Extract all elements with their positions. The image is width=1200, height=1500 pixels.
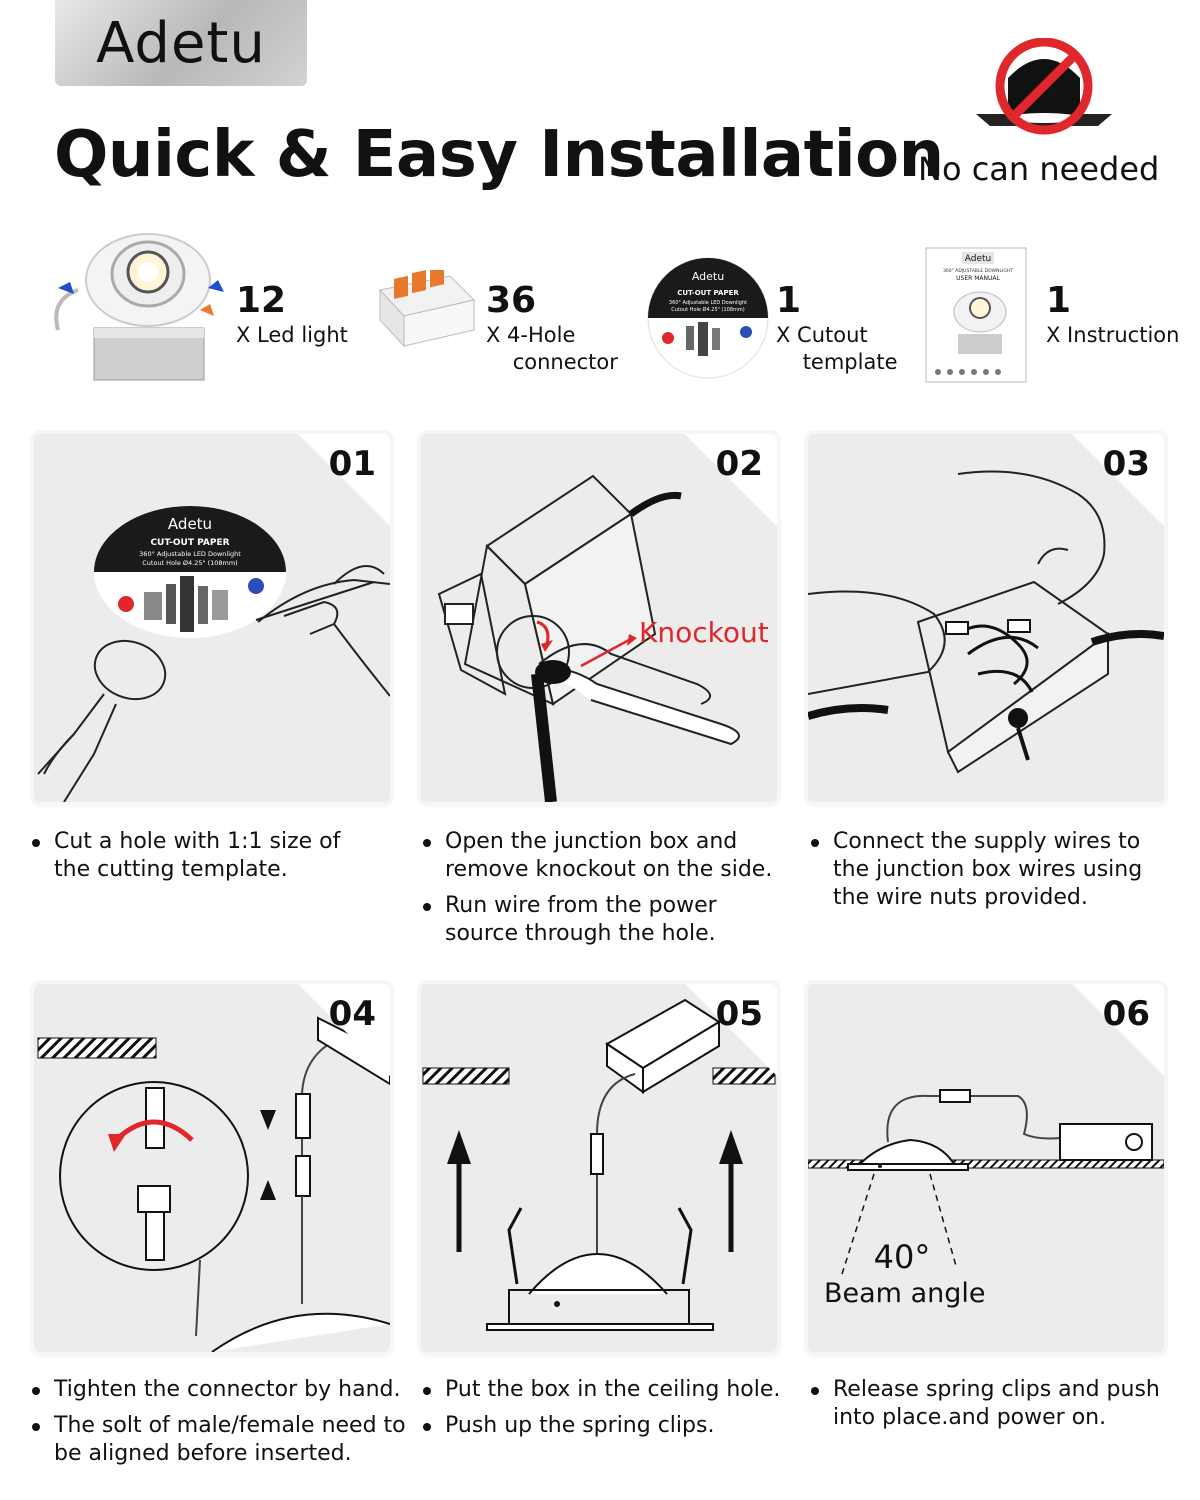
step-05-instructions: Put the box in the ceiling hole. Push up… [423, 1376, 803, 1448]
manual-line2: USER MANUAL [956, 275, 1000, 282]
step-number: 01 [328, 444, 376, 484]
package-desc: X Led light [236, 323, 348, 347]
step-card-02: Knockout 02 [421, 434, 777, 802]
no-can-icon [976, 38, 1112, 135]
template-line2: Cutout Hole Ø4.25" (108mm) [671, 306, 744, 313]
no-can-label: No can needed [918, 150, 1160, 188]
template-line1: 360° Adjustable LED Downlight [139, 550, 241, 558]
step-card-05: 05 [421, 984, 777, 1352]
step-number: 02 [715, 444, 763, 484]
card-corner [1072, 984, 1164, 1076]
card-corner [685, 984, 777, 1076]
card-corner [298, 434, 390, 526]
package-desc: X Cutout template [776, 323, 898, 374]
package-qty: 1 [1046, 280, 1072, 321]
step-01-instructions: Cut a hole with 1:1 size of the cutting … [32, 828, 352, 892]
step-card-04: 04 [34, 984, 390, 1352]
instruction-text: Cut a hole with 1:1 size of the cutting … [32, 828, 352, 884]
package-qty: 36 [486, 280, 537, 321]
knockout-callout: Knockout [639, 616, 769, 649]
template-title: CUT-OUT PAPER [150, 538, 229, 548]
template-line1: 360° Adjustable LED Downlight [669, 300, 747, 306]
template-brand: Adetu [168, 515, 212, 533]
package-item-led-light: 12 X Led light [40, 230, 360, 390]
step-03-instructions: Connect the supply wires to the junction… [811, 828, 1161, 920]
instruction-manual-icon: Adetu 360° ADJUSTABLE DOWNLIGHT USER MAN… [925, 247, 1027, 383]
template-line2: Cutout Hole Ø4.25" (108mm) [142, 559, 237, 567]
brand-logo: Adetu [55, 0, 307, 86]
card-corner [685, 434, 777, 526]
step-card-06: 40° Beam angle 06 [808, 984, 1164, 1352]
step-06-instructions: Release spring clips and push into place… [811, 1376, 1171, 1440]
package-item-connector: 36 X 4-Hole connector [370, 230, 630, 390]
beam-angle-label: Beam angle [824, 1278, 985, 1309]
instruction-text: Connect the supply wires to the junction… [811, 828, 1161, 912]
instruction-text: Open the junction box and remove knockou… [423, 828, 783, 884]
step-number: 04 [328, 994, 376, 1034]
step-number: 05 [715, 994, 763, 1034]
instruction-text: Run wire from the power source through t… [423, 892, 783, 948]
instruction-text: Push up the spring clips. [423, 1412, 803, 1440]
package-qty: 1 [776, 280, 802, 321]
connect-wires-illustration [808, 470, 1164, 774]
package-item-instruction: Adetu 360° ADJUSTABLE DOWNLIGHT USER MAN… [924, 230, 1184, 390]
led-light-icon [54, 233, 224, 381]
instruction-text: Put the box in the ceiling hole. [423, 1376, 803, 1404]
manual-brand: Adetu [965, 254, 991, 264]
step-04-instructions: Tighten the connector by hand. The solt … [32, 1376, 412, 1476]
cutout-template-icon: Adetu CUT-OUT PAPER 360° Adjustable LED … [647, 257, 769, 379]
package-item-cutout-template: Adetu CUT-OUT PAPER 360° Adjustable LED … [646, 230, 906, 390]
beam-angle-value: 40° [874, 1238, 931, 1276]
step-card-01: Adetu CUT-OUT PAPER 360° Adjustable LED … [34, 434, 390, 802]
package-desc: X Instruction [1046, 323, 1180, 347]
step-number: 06 [1102, 994, 1150, 1034]
template-title: CUT-OUT PAPER [677, 289, 739, 297]
cut-hole-illustration: Adetu CUT-OUT PAPER 360° Adjustable LED … [37, 506, 390, 802]
step-02-instructions: Open the junction box and remove knockou… [423, 828, 783, 956]
manual-line1: 360° ADJUSTABLE DOWNLIGHT [943, 268, 1013, 274]
knockout-illustration: Knockout [437, 474, 769, 802]
instruction-text: Tighten the connector by hand. [32, 1376, 412, 1404]
package-desc: X 4-Hole connector [486, 323, 618, 374]
instruction-text: Release spring clips and push into place… [811, 1376, 1171, 1432]
connector-icon [379, 270, 475, 348]
step-number: 03 [1102, 444, 1150, 484]
beam-angle-illustration: 40° Beam angle [808, 1089, 1164, 1309]
card-corner [298, 984, 390, 1076]
instruction-text: The solt of male/female need to be align… [32, 1412, 412, 1468]
card-corner [1072, 434, 1164, 526]
page-title: Quick & Easy Installation [54, 118, 944, 192]
package-qty: 12 [236, 280, 287, 321]
template-brand: Adetu [692, 270, 724, 283]
step-card-03: 03 [808, 434, 1164, 802]
